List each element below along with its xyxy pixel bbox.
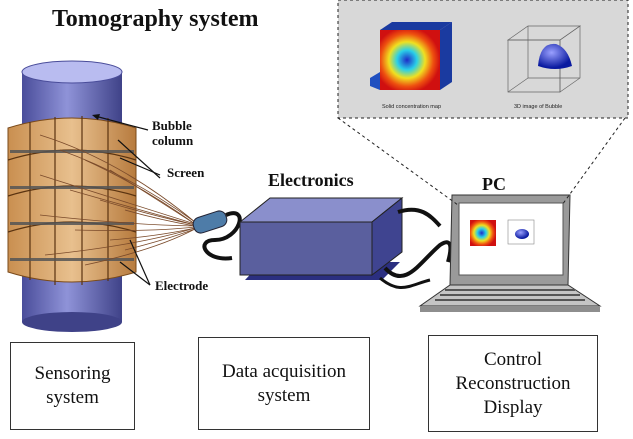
laptop bbox=[418, 194, 602, 312]
diagram-title: Tomography system bbox=[52, 6, 259, 32]
control-line2: Reconstruction bbox=[455, 372, 571, 394]
electrode-wires bbox=[39, 134, 196, 266]
sensoring-system-box: Sensoring system bbox=[10, 342, 135, 430]
electronics-box bbox=[238, 196, 404, 280]
inset-left-caption: Solid concentration map bbox=[382, 104, 442, 110]
control-line1: Control bbox=[483, 348, 543, 370]
zoom-lines bbox=[337, 117, 626, 206]
data-acquisition-box: Data acquisition system bbox=[198, 337, 370, 430]
pc-label: PC bbox=[482, 174, 506, 194]
bubble-label-line2: column bbox=[152, 133, 194, 148]
data-acquisition-line1: Data acquisition bbox=[222, 360, 346, 382]
electronics-label: Electronics bbox=[268, 170, 354, 190]
bubble-label-line1: Bubble bbox=[152, 118, 192, 133]
sensoring-line1: Sensoring bbox=[34, 363, 111, 384]
bubble-column-label: Bubble column bbox=[152, 118, 193, 148]
sensoring-line2: system bbox=[46, 387, 99, 408]
electrode-label: Electrode bbox=[155, 278, 209, 293]
leader-lines bbox=[94, 115, 161, 286]
screen-wrap bbox=[7, 116, 137, 285]
control-line3: Display bbox=[483, 396, 543, 418]
inset-right-caption: 3D image of Bubble bbox=[514, 104, 563, 110]
inset-panel bbox=[337, 0, 629, 119]
control-box: Control Reconstruction Display bbox=[428, 335, 598, 432]
screen-label: Screen bbox=[167, 165, 205, 180]
data-acquisition-line2: system bbox=[257, 384, 311, 406]
connector-plug bbox=[192, 210, 228, 234]
